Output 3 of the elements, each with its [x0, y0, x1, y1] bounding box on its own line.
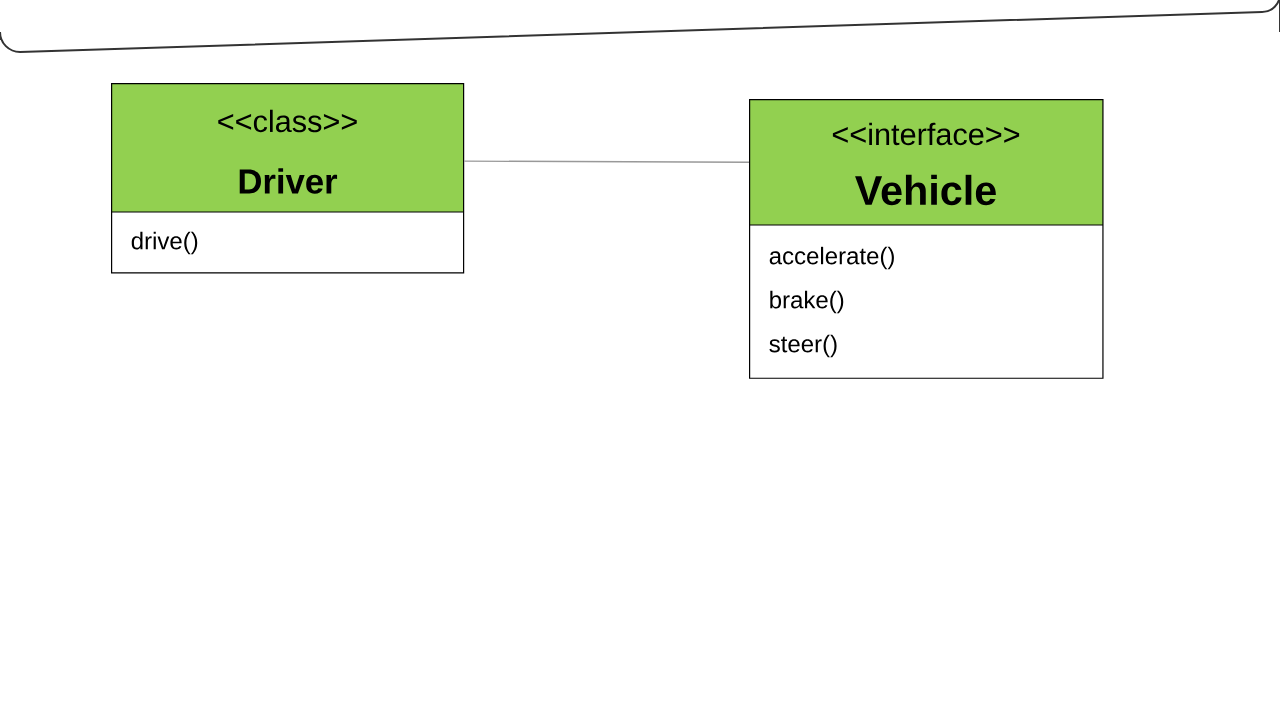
class-box: <<interface>> Vehicle accelerate() brake() steer(): [748, 99, 1104, 379]
connector-line: [463, 160, 750, 163]
class-box: <<class>> Driver drive(): [110, 83, 465, 274]
